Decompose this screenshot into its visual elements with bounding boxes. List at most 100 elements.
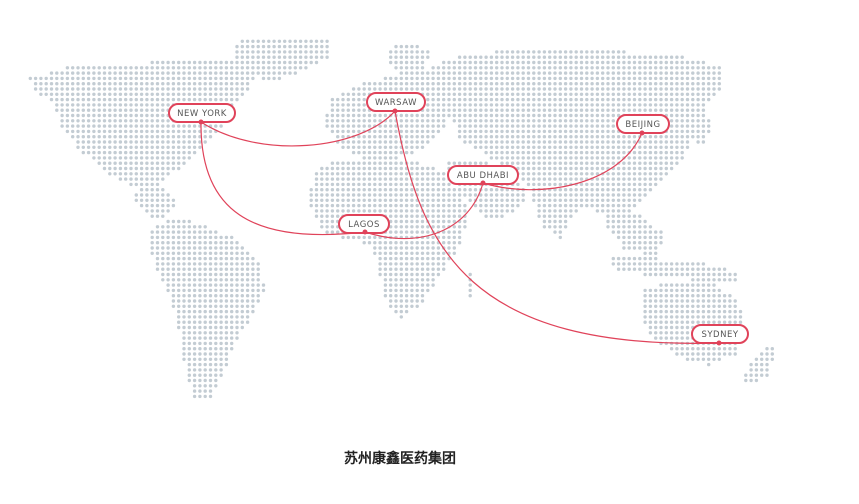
map-dot [521, 113, 525, 118]
map-dot [320, 166, 324, 171]
map-dot [457, 97, 462, 102]
map-dot [516, 108, 520, 112]
map-dot [675, 76, 679, 81]
map-dot [399, 309, 403, 314]
map-dot [707, 309, 711, 314]
map-dot [590, 97, 594, 102]
map-dot [219, 368, 223, 372]
map-dot [765, 357, 769, 361]
map-dot [563, 129, 568, 134]
map-dot [648, 103, 653, 107]
map-dot [606, 209, 610, 213]
map-dot [192, 92, 197, 97]
map-dot [389, 135, 393, 139]
map-dot [669, 92, 674, 97]
map-dot [516, 71, 520, 75]
map-dot [198, 294, 202, 298]
map-dot [256, 288, 260, 293]
map-dot [389, 60, 393, 65]
map-dot [230, 251, 234, 255]
map-dot [521, 129, 525, 134]
map-dot [675, 97, 679, 102]
map-dot [558, 60, 562, 65]
map-dot [404, 113, 409, 118]
map-dot [330, 203, 335, 208]
map-dot [574, 113, 578, 118]
map-dot [691, 357, 695, 361]
map-dot [733, 315, 737, 319]
map-dot [203, 251, 207, 255]
map-dot [415, 76, 419, 81]
map-dot [606, 108, 610, 112]
map-dot [579, 124, 584, 128]
map-dot [574, 145, 578, 149]
city-name: ABU DHABI [457, 171, 509, 181]
map-dot [145, 161, 149, 165]
map-dot [325, 209, 329, 213]
map-dot [563, 87, 568, 91]
map-dot [336, 182, 340, 187]
map-dot [754, 368, 759, 372]
map-dot [55, 103, 59, 107]
map-dot [595, 76, 600, 81]
map-dot [378, 198, 382, 202]
map-dot [500, 71, 504, 75]
map-dot [341, 235, 345, 240]
map-dot [595, 156, 600, 160]
map-dot [606, 71, 610, 75]
map-dot [192, 331, 197, 335]
map-dot [770, 357, 774, 361]
map-dot [473, 97, 478, 102]
map-dot [616, 76, 621, 81]
map-dot [357, 124, 361, 128]
map-dot [669, 320, 674, 324]
map-dot [399, 119, 403, 123]
map-dot [139, 161, 144, 165]
map-dot [330, 177, 335, 181]
map-dot [447, 188, 451, 192]
map-dot [134, 193, 138, 197]
map-dot [399, 124, 403, 128]
city-name: LAGOS [348, 220, 380, 230]
map-dot [595, 203, 600, 208]
map-dot [585, 50, 589, 54]
map-dot [198, 331, 202, 335]
map-dot [410, 288, 414, 293]
map-dot [574, 60, 578, 65]
map-dot [92, 76, 96, 81]
map-dot [542, 97, 547, 102]
map-dot [245, 66, 250, 70]
map-dot [102, 108, 107, 112]
map-dot [669, 315, 674, 319]
map-dot [510, 66, 515, 70]
map-dot [71, 66, 75, 70]
map-dot [526, 156, 531, 160]
map-dot [516, 55, 520, 59]
map-dot [505, 209, 509, 213]
map-dot [314, 39, 319, 43]
map-dot [590, 198, 594, 202]
map-dot [373, 161, 377, 165]
map-dot [171, 140, 176, 144]
map-dot [373, 140, 377, 144]
map-dot [675, 60, 679, 65]
map-dot [648, 60, 653, 65]
map-dot [139, 124, 144, 128]
map-dot [431, 188, 435, 192]
map-dot [669, 124, 674, 128]
map-dot [648, 140, 653, 144]
map-dot [261, 71, 266, 75]
map-dot [410, 225, 414, 229]
map-dot [717, 76, 721, 81]
map-dot [521, 198, 525, 202]
map-dot [224, 347, 229, 351]
map-dot [399, 288, 403, 293]
map-dot [431, 214, 435, 218]
map-dot [341, 188, 345, 192]
map-dot [558, 182, 562, 187]
map-dot [606, 214, 610, 218]
map-dot [553, 76, 557, 81]
map-dot [198, 241, 202, 245]
map-dot [431, 235, 435, 240]
map-dot [378, 193, 382, 197]
